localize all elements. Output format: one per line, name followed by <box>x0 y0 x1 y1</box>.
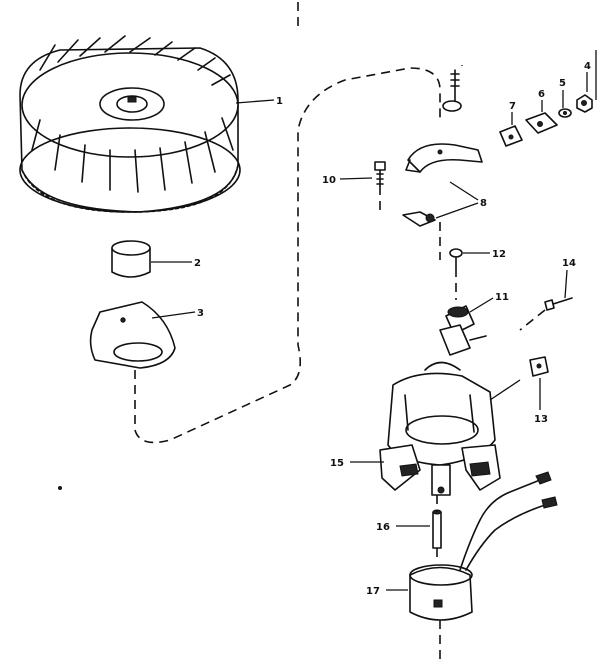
sleeve <box>111 240 151 278</box>
leader-8a <box>449 181 479 201</box>
callout-4: 4 <box>584 61 591 72</box>
callout-15: 15 <box>330 458 344 469</box>
leader-8b <box>435 202 479 219</box>
callout-12: 12 <box>492 249 506 260</box>
callout-7: 7 <box>509 101 516 112</box>
callout-10: 10 <box>322 175 336 186</box>
ignition-coil <box>409 471 558 621</box>
ground-plate <box>529 356 549 377</box>
callout-2: 2 <box>194 258 201 269</box>
mounting-screw <box>374 161 386 187</box>
dashed-wire-path <box>519 309 546 331</box>
insulator-plate <box>499 125 523 147</box>
leader-14 <box>564 269 568 299</box>
stator-housing <box>379 361 501 496</box>
callout-1: 1 <box>276 96 283 107</box>
callout-5: 5 <box>559 78 566 89</box>
leader-11 <box>469 297 494 313</box>
terminal-clip <box>525 112 558 134</box>
callout-8: 8 <box>480 198 487 209</box>
housing-lead <box>489 379 521 401</box>
shaft-pin <box>432 509 442 549</box>
wire-terminal <box>544 297 573 311</box>
breaker-cover <box>405 143 483 173</box>
condenser <box>439 305 487 356</box>
leader-10 <box>339 177 373 180</box>
breaker-point-arm <box>402 211 436 227</box>
callout-13: 13 <box>534 414 548 425</box>
callout-17: 17 <box>366 586 380 597</box>
callout-14: 14 <box>562 258 576 269</box>
condenser-screw <box>449 248 463 269</box>
lock-washer <box>558 108 572 118</box>
callout-6: 6 <box>538 89 545 100</box>
stray-dot <box>58 486 62 490</box>
plate <box>89 301 176 369</box>
leader-3 <box>151 311 196 319</box>
callout-11: 11 <box>495 292 509 303</box>
nut <box>576 94 593 113</box>
leader-1 <box>235 99 275 104</box>
callout-16: 16 <box>376 522 390 533</box>
flywheel <box>19 35 241 213</box>
callout-3: 3 <box>197 308 204 319</box>
top-screw <box>442 69 462 112</box>
